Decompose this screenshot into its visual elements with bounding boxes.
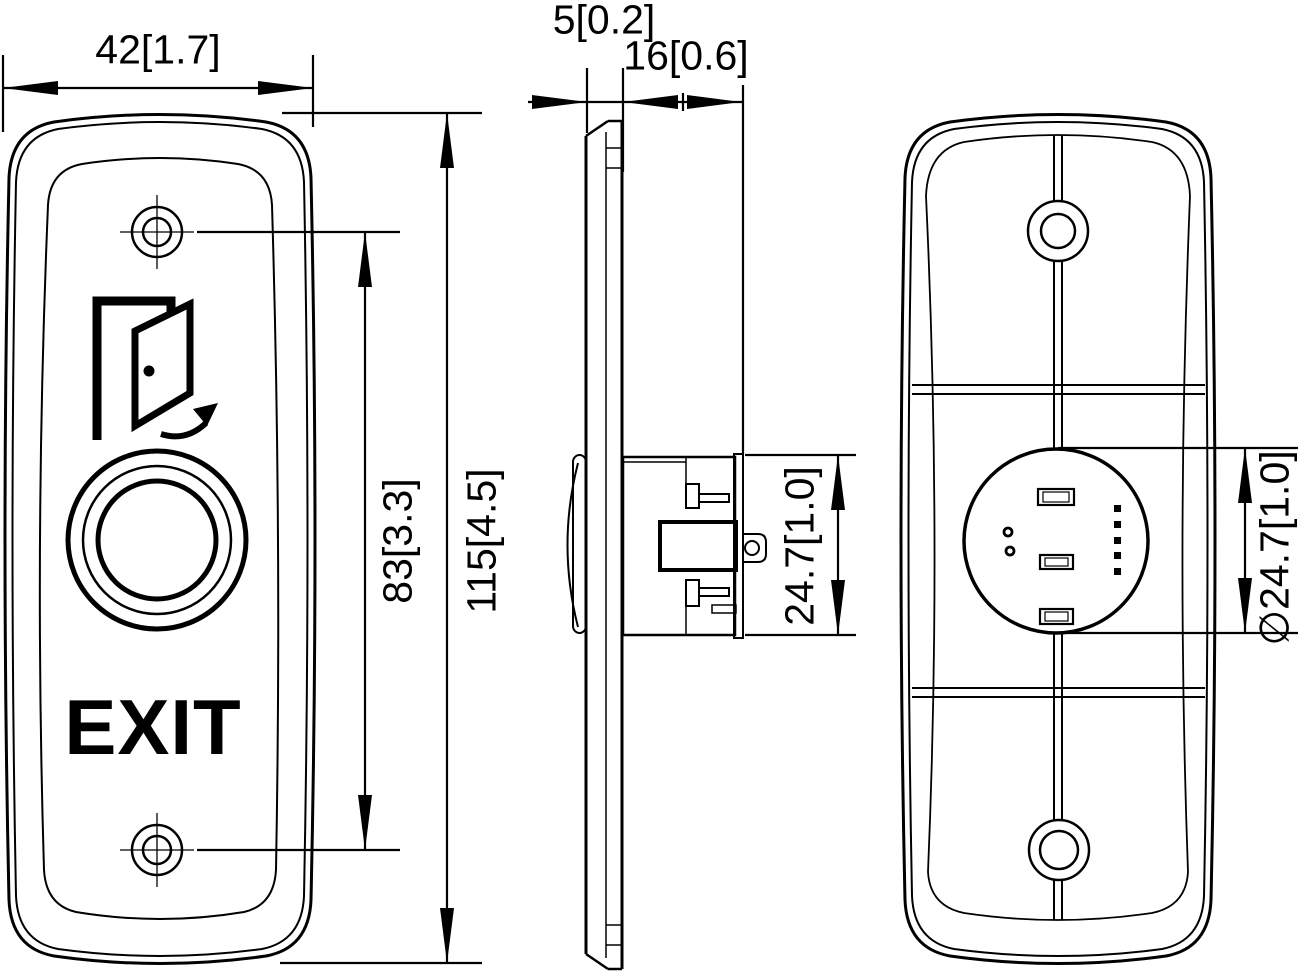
open-door-icon bbox=[92, 296, 218, 440]
top-mounting-hole-icon bbox=[120, 195, 194, 269]
button-dome-profile bbox=[566, 454, 587, 634]
back-switch-diameter-dim-label: ∅24.7[1.0] bbox=[1251, 450, 1298, 646]
bottom-screw-boss-icon bbox=[1027, 818, 1091, 882]
switch-housing-profile bbox=[621, 453, 767, 639]
back-view-drawing bbox=[899, 113, 1298, 965]
side-switch-height-dim-label: 24.7[1.0] bbox=[776, 466, 823, 626]
bottom-mounting-hole-icon bbox=[120, 813, 194, 887]
front-height-dim-label: 115[4.5] bbox=[458, 468, 505, 614]
front-hole-spacing-dim-label: 83[3.3] bbox=[374, 478, 421, 604]
side-thickness-dim-label: 5[0.2] bbox=[552, 0, 656, 43]
side-depth-dimensions bbox=[528, 68, 745, 454]
top-screw-boss-icon bbox=[1026, 199, 1090, 263]
front-hole-spacing-dimension bbox=[197, 230, 400, 852]
push-button-icon bbox=[65, 448, 249, 632]
cross-ribs bbox=[912, 384, 1205, 698]
front-width-dim-label: 42[1.7] bbox=[95, 26, 221, 73]
switch-body-back-icon bbox=[962, 447, 1150, 635]
front-view-drawing bbox=[1, 55, 482, 965]
door-swing-arrow bbox=[160, 420, 209, 440]
front-height-dimension bbox=[280, 111, 482, 965]
back-switch-diameter-dimension bbox=[1058, 446, 1298, 635]
front-width-dimension bbox=[1, 55, 315, 132]
door-knob-dot bbox=[143, 365, 155, 377]
side-switch-height-dimension bbox=[745, 453, 856, 637]
side-view-drawing bbox=[528, 68, 856, 971]
exit-button-label: EXIT bbox=[64, 683, 242, 771]
side-depth-dim-label: 16[0.6] bbox=[623, 32, 749, 79]
